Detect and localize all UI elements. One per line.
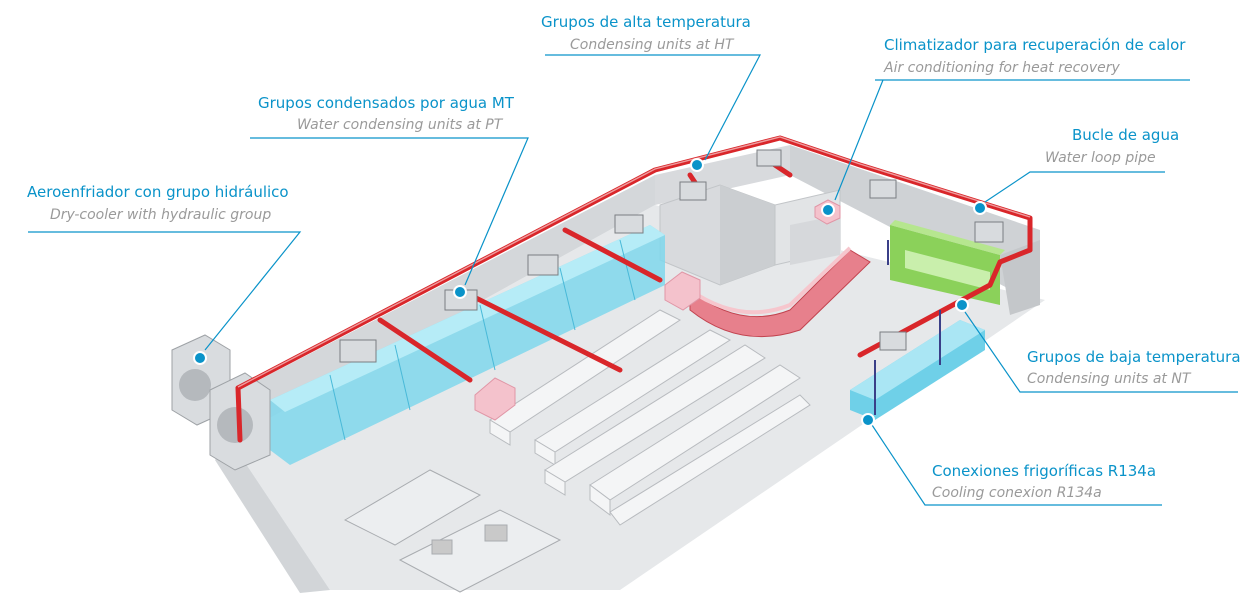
cooling-drop-lines <box>874 240 941 415</box>
water-condensing-subtitle: Water condensing units at PT <box>297 117 503 133</box>
dry-cooler-units <box>171 334 271 471</box>
cooling-connections-title: Conexiones frigoríficas R134a <box>932 462 1157 480</box>
cooling-connections-subtitle: Cooling conexion R134a <box>932 485 1102 501</box>
water-condensing-title: Grupos condensados por agua MT <box>258 94 514 112</box>
air-conditioning-marker <box>821 203 835 217</box>
dry-cooler-title: Aeroenfriador con grupo hidráulico <box>27 183 289 201</box>
gondola-shelving <box>489 309 811 526</box>
condensing-units <box>339 149 1004 363</box>
green-display-cabinet <box>890 220 1005 305</box>
low-temp-units-marker <box>955 298 969 312</box>
high-temp-units-marker <box>690 158 704 172</box>
cooling-connections-marker <box>861 413 875 427</box>
curved-service-counter <box>688 246 871 338</box>
low-temp-units-subtitle: Condensing units at NT <box>1027 371 1191 387</box>
low-temp-units-title: Grupos de baja temperatura <box>1027 348 1241 366</box>
dry-cooler-marker <box>193 351 207 365</box>
high-temp-units-title: Grupos de alta temperatura <box>541 13 751 31</box>
air-conditioning-subtitle: Air conditioning for heat recovery <box>884 60 1120 76</box>
dry-cooler-subtitle: Dry-cooler with hydraulic group <box>50 207 272 223</box>
refrigerated-wall-cabinets <box>270 225 665 465</box>
water-loop-title: Bucle de agua <box>1072 126 1180 144</box>
water-loop-subtitle: Water loop pipe <box>1045 150 1156 166</box>
water-loop-marker <box>973 201 987 215</box>
water-condensing-marker <box>453 285 467 299</box>
checkout-area <box>343 469 562 593</box>
pink-air-units <box>474 199 841 421</box>
high-temp-units-subtitle: Condensing units at HT <box>570 37 734 53</box>
callout-leaders <box>28 54 1238 506</box>
low-temp-freezer-chests <box>850 320 985 420</box>
air-conditioning-title: Climatizador para recuperación de calor <box>884 36 1186 54</box>
